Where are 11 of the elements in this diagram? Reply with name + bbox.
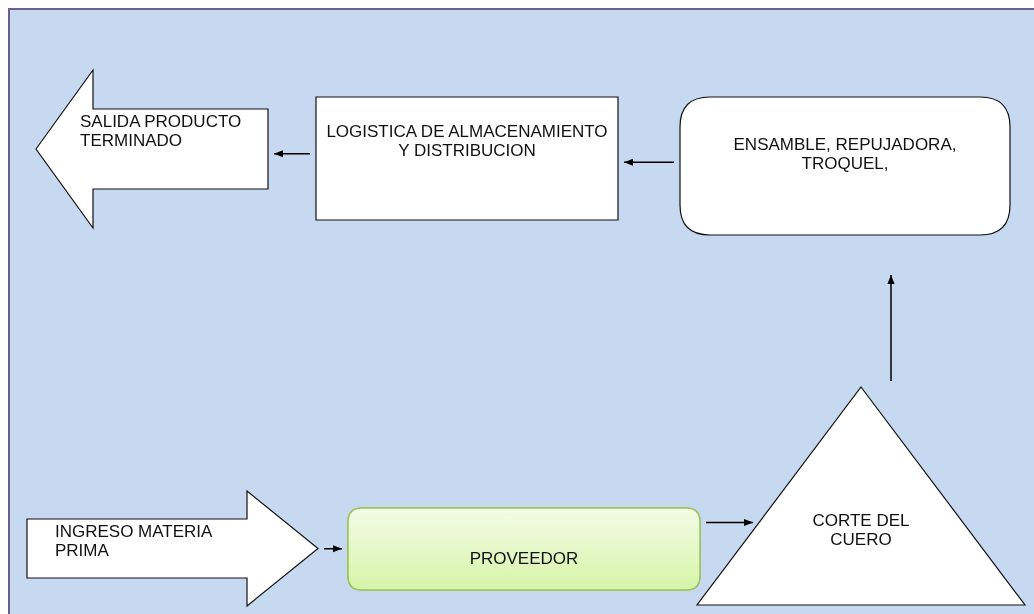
node-label: SALIDA PRODUCTO TERMINADO [80,112,243,150]
node-label: LOGISTICA DE ALMACENAMIENTO Y DISTRIBUCION [326,122,608,160]
arrow [323,545,343,553]
arrow [623,158,675,166]
node-label: CORTE DEL CUERO [811,511,911,549]
arrow [887,274,895,382]
node-label: PROVEEDOR [468,549,580,568]
node-label: ENSAMBLE, REPUJADORA, TROQUEL, [732,135,958,173]
node-label: INGRESO MATERIA PRIMA [55,522,213,560]
arrow [705,518,754,527]
arrow [273,150,311,158]
